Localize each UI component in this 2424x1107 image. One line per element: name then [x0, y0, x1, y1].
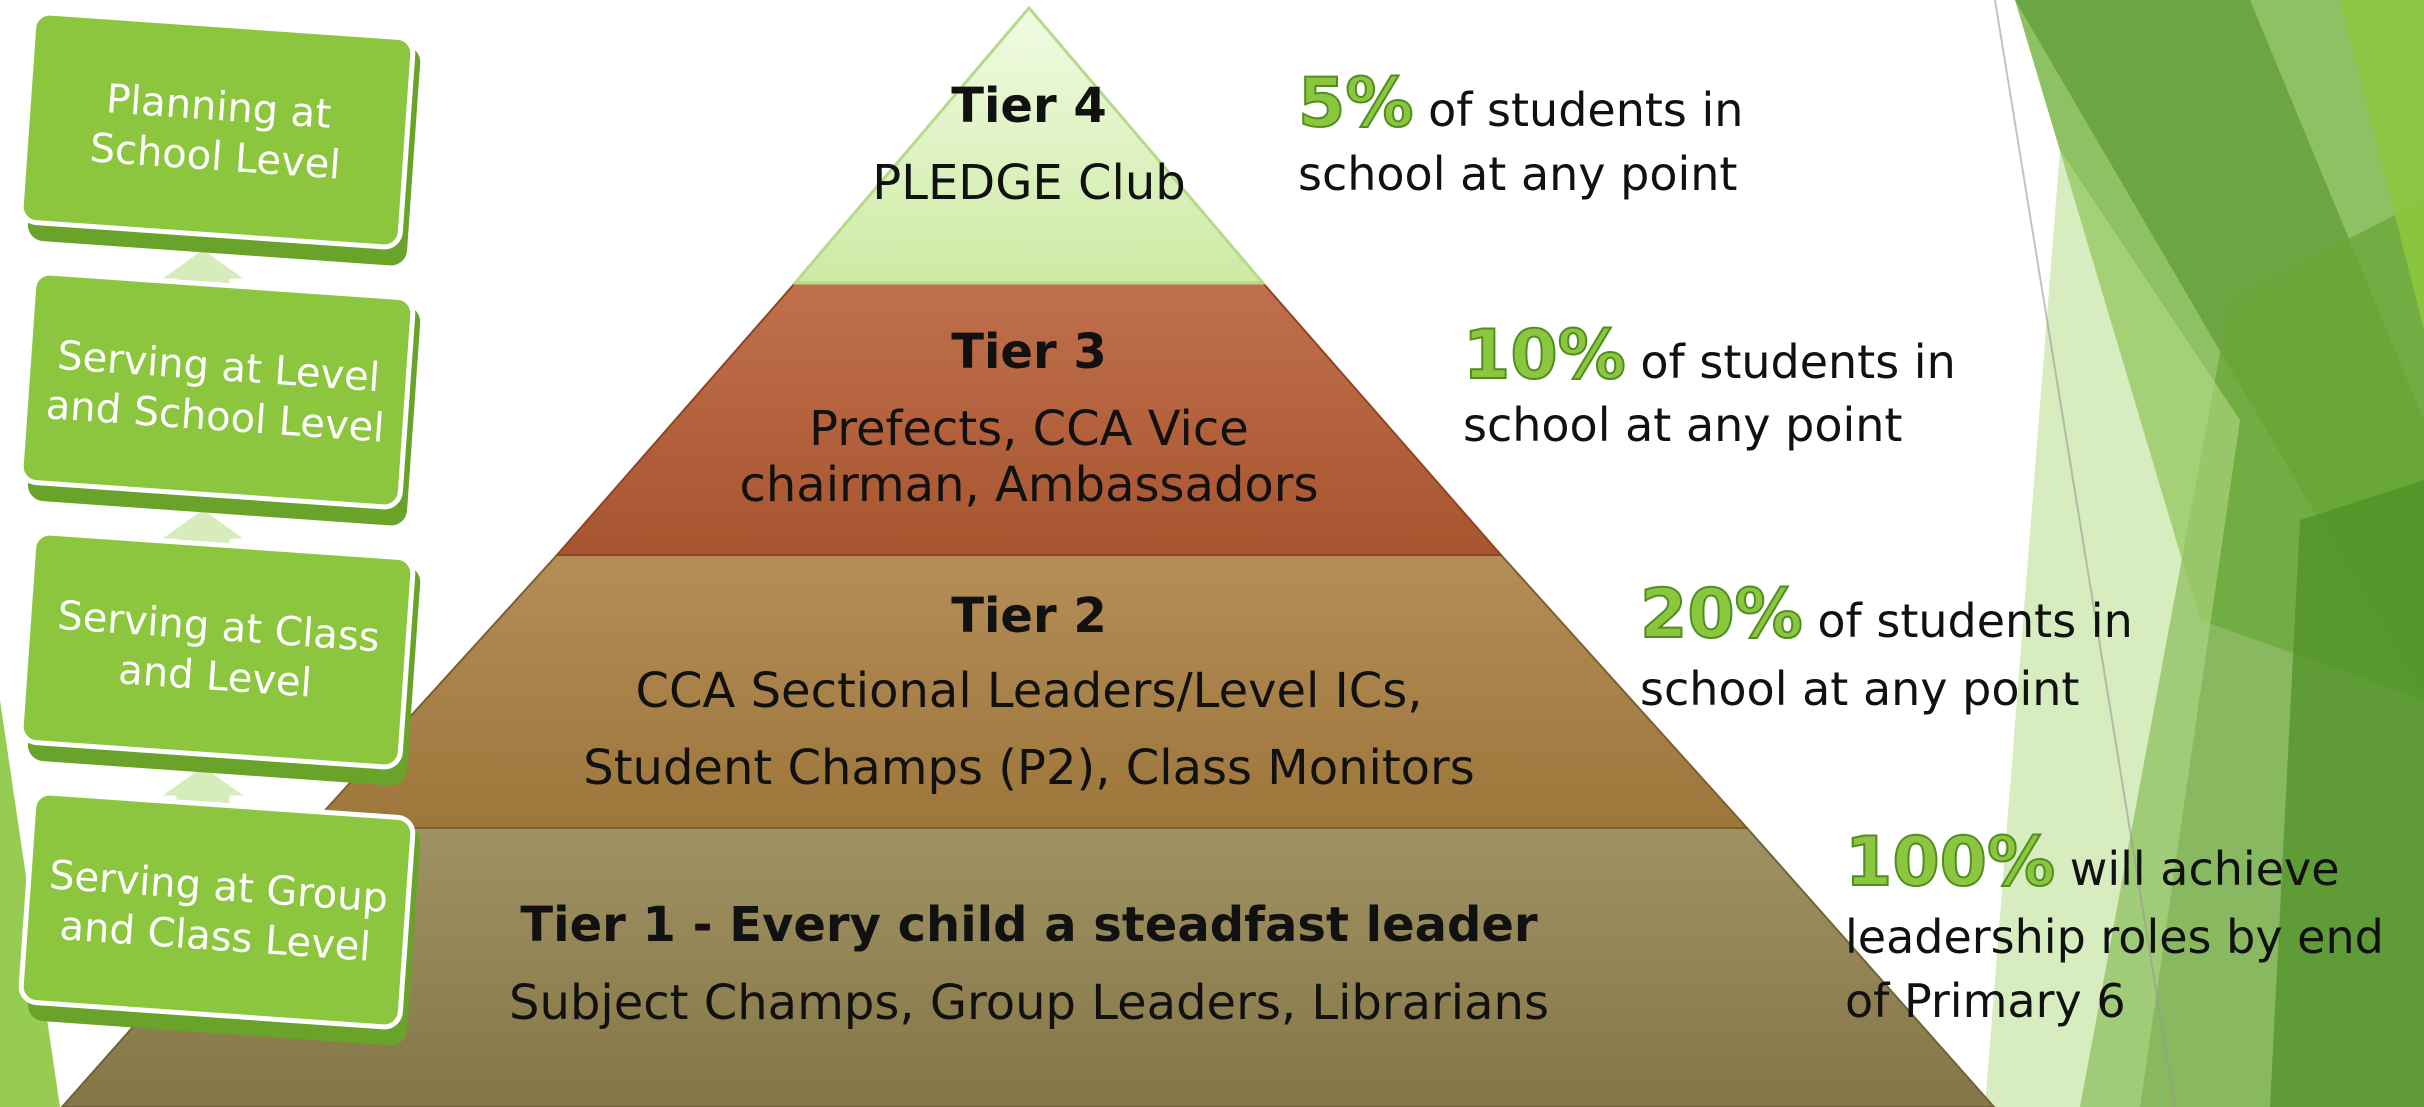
- tier1-stat-line2: leadership roles by end: [1845, 910, 2384, 964]
- tier1-stat-text1: will achieve: [2055, 842, 2339, 896]
- tier3-description-line1: Prefects, CCA Vice: [809, 401, 1249, 457]
- tier3-stat-line1: 10% of students in: [1463, 316, 1956, 395]
- tier2-percent: 20%: [1640, 575, 1803, 654]
- tier4-band: [791, 5, 1267, 285]
- tier2-description-line1: CCA Sectional Leaders/Level ICs,: [635, 663, 1422, 719]
- tier3-title: Tier 3: [951, 324, 1107, 380]
- tier3-percent: 10%: [1463, 316, 1626, 395]
- progression-box-serving-level-school-level: Serving at Level and School Level: [18, 270, 421, 526]
- tier2-stat-text1: of students in: [1803, 594, 2133, 648]
- tier2-stat-line1: 20% of students in: [1640, 575, 2133, 654]
- progression-box-serving-class-level: Serving at Class and Level: [18, 530, 421, 786]
- progression-steps: Planning at School Level Serving at Leve…: [18, 10, 421, 1046]
- pyramid: Tier 4 PLEDGE Club Tier 3 Prefects, CCA …: [60, 5, 1996, 1107]
- tier1-percent: 100%: [1845, 823, 2055, 902]
- tier2-description-line2: Student Champs (P2), Class Monitors: [583, 740, 1475, 796]
- tier1-title: Tier 1 - Every child a steadfast leader: [520, 897, 1538, 953]
- statistics: 5% of students in school at any point 10…: [1297, 63, 2384, 1028]
- tier3-stat-line2: school at any point: [1463, 398, 1902, 452]
- tier1-stat-line1: 100% will achieve: [1845, 823, 2340, 902]
- tier4-title: Tier 4: [951, 78, 1107, 134]
- tier4-stat-text1: of students in: [1413, 83, 1743, 137]
- tier4-percent: 5%: [1298, 64, 1413, 143]
- progression-box-serving-group-class-level: Serving at Group and Class Level: [18, 790, 421, 1046]
- tier4-stat-line2: school at any point: [1298, 147, 1737, 201]
- tier4-stat-line1: 5% of students in: [1298, 64, 1743, 143]
- tier4-description: PLEDGE Club: [872, 155, 1186, 211]
- tier1-stat-line3: of Primary 6: [1845, 974, 2126, 1028]
- tier3-stat-text1: of students in: [1626, 335, 1956, 389]
- tier1-description: Subject Champs, Group Leaders, Librarian…: [509, 975, 1549, 1031]
- tier3-description-line2: chairman, Ambassadors: [739, 457, 1318, 513]
- tier2-title: Tier 2: [951, 588, 1107, 644]
- progression-box-planning-school-level: Planning at School Level: [18, 10, 421, 266]
- tier2-stat-line2: school at any point: [1640, 662, 2079, 716]
